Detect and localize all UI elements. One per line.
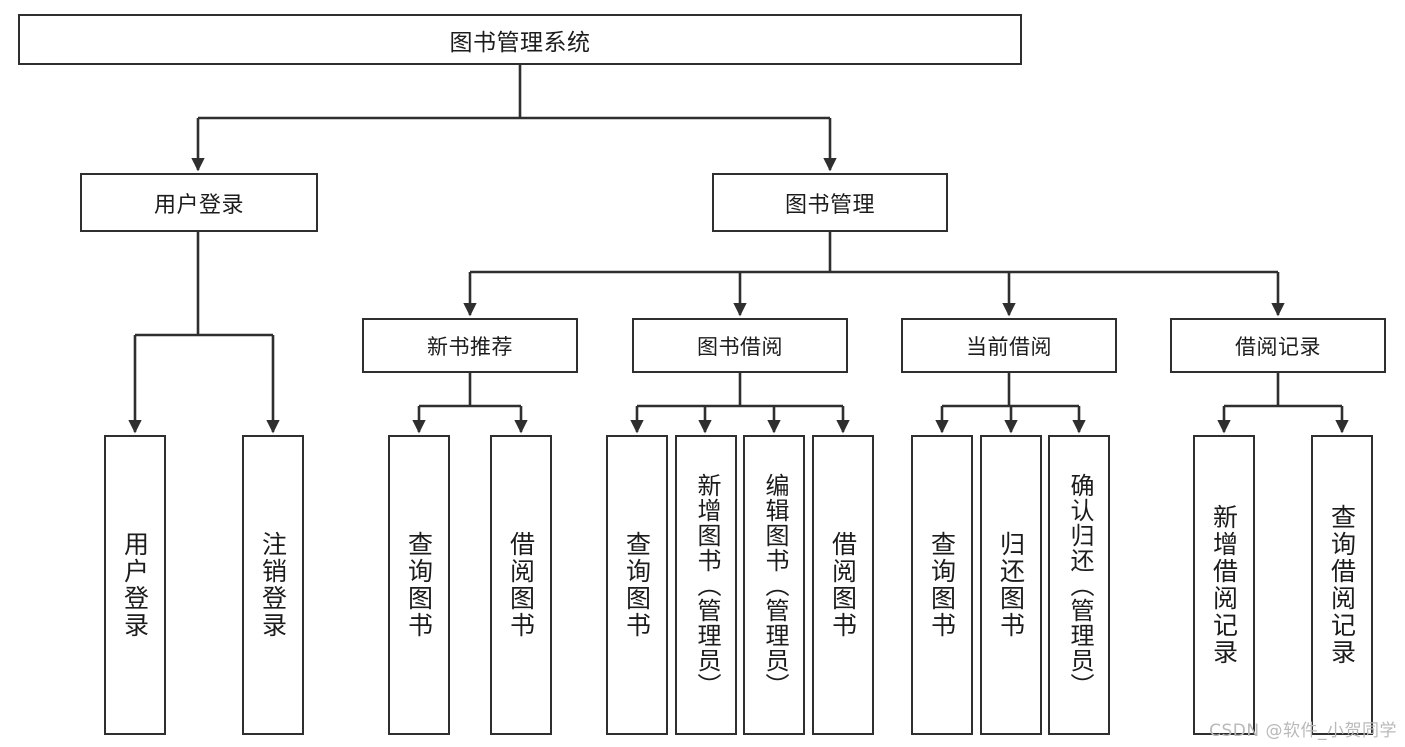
node-leaf-query-book-3[interactable]: 查询图书 [911,435,973,735]
node-leaf-return-book[interactable]: 归还图书 [980,435,1042,735]
node-leaf-edit-book-admin-label: 编辑图书（管理员） [760,472,789,698]
node-leaf-query-borrow-record-label: 查询借阅记录 [1327,504,1357,666]
node-leaf-add-borrow-record-label: 新增借阅记录 [1209,504,1239,666]
node-book-management[interactable]: 图书管理 [712,173,948,232]
node-borrow-record-label: 借阅记录 [1235,334,1321,359]
node-book-management-label: 图书管理 [784,192,875,218]
node-book-borrow-label: 图书借阅 [697,334,783,359]
node-leaf-borrow-book-1-label: 借阅图书 [506,531,536,639]
node-leaf-logout-label: 注销登录 [258,531,288,639]
node-leaf-borrow-book-1[interactable]: 借阅图书 [490,435,552,735]
node-leaf-query-borrow-record[interactable]: 查询借阅记录 [1311,435,1373,735]
node-current-borrow-label: 当前借阅 [966,334,1052,359]
node-leaf-query-book-1-label: 查询图书 [404,531,434,639]
node-leaf-edit-book-admin[interactable]: 编辑图书（管理员） [743,435,805,735]
node-root[interactable]: 图书管理系统 [18,14,1022,65]
node-user-login[interactable]: 用户登录 [80,173,318,232]
node-user-login-label: 用户登录 [153,192,244,218]
node-leaf-query-book-1[interactable]: 查询图书 [388,435,450,735]
node-leaf-user-login-label: 用户登录 [120,531,150,639]
node-root-label: 图书管理系统 [449,29,591,56]
node-leaf-query-book-3-label: 查询图书 [927,531,957,639]
node-leaf-return-book-label: 归还图书 [996,531,1026,639]
node-new-book-recommend-label: 新书推荐 [427,334,513,359]
node-book-borrow[interactable]: 图书借阅 [632,318,848,373]
node-current-borrow[interactable]: 当前借阅 [901,318,1117,373]
watermark: CSDN @软件_小贺同学 [1209,721,1397,741]
node-leaf-add-book-admin[interactable]: 新增图书（管理员） [675,435,737,735]
node-leaf-add-borrow-record[interactable]: 新增借阅记录 [1193,435,1255,735]
node-new-book-recommend[interactable]: 新书推荐 [362,318,578,373]
node-leaf-borrow-book-2[interactable]: 借阅图书 [812,435,874,735]
node-leaf-query-book-2[interactable]: 查询图书 [606,435,668,735]
node-leaf-logout[interactable]: 注销登录 [242,435,304,735]
node-leaf-confirm-return-admin-label: 确认归还（管理员） [1065,472,1094,698]
node-leaf-query-book-2-label: 查询图书 [622,531,652,639]
node-borrow-record[interactable]: 借阅记录 [1170,318,1386,373]
node-leaf-confirm-return-admin[interactable]: 确认归还（管理员） [1048,435,1110,735]
node-leaf-borrow-book-2-label: 借阅图书 [828,531,858,639]
node-leaf-add-book-admin-label: 新增图书（管理员） [692,472,721,698]
node-leaf-user-login[interactable]: 用户登录 [104,435,166,735]
